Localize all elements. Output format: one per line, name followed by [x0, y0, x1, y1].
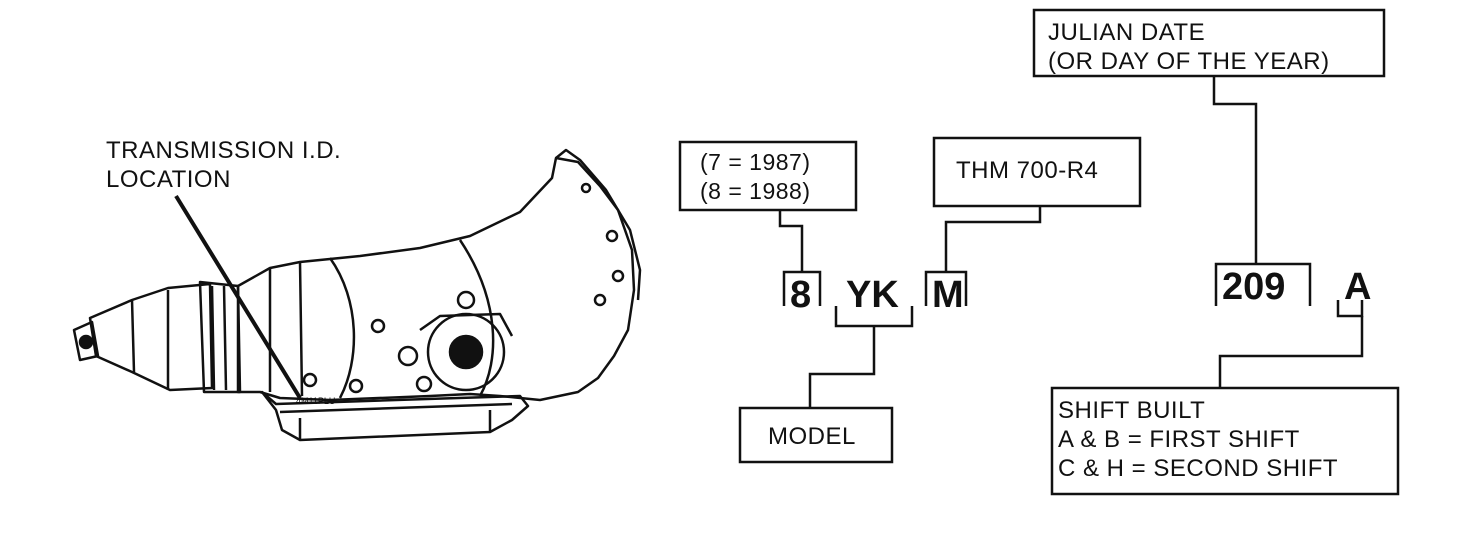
year-line1: (7 = 1987): [700, 149, 811, 175]
code-shift: A: [1344, 266, 1372, 308]
year-line2: (8 = 1988): [700, 178, 811, 204]
main-case: [236, 156, 636, 402]
julian-box-text: JULIAN DATE (OR DAY OF THE YEAR): [1048, 18, 1330, 76]
code-day: 209: [1222, 266, 1286, 308]
shift-line2: A & B = FIRST SHIFT: [1058, 426, 1300, 453]
shift-line1: SHIFT BUILT: [1058, 397, 1206, 424]
code-trans: M: [932, 274, 964, 316]
trans-bracket: [924, 270, 968, 306]
tailshaft-housing: [88, 282, 214, 392]
transmission-id-label: TRANSMISSION I.D. LOCATION: [106, 136, 341, 194]
id-location-leader: [174, 194, 302, 400]
transmission-id-line2: LOCATION: [106, 166, 231, 193]
julian-box: [1032, 8, 1386, 78]
code-year: 8: [790, 274, 812, 316]
model-box: [738, 406, 894, 464]
julian-line2: (OR DAY OF THE YEAR): [1048, 48, 1330, 75]
model-type-text: THM 700-R4: [956, 157, 1099, 184]
oil-pan: [260, 390, 530, 442]
shift-box-text: SHIFT BUILT A & B = FIRST SHIFT C & H = …: [1058, 396, 1338, 483]
output-yoke: [72, 320, 100, 362]
year-box: [678, 140, 858, 212]
id-plate-stamp: 4M11PLU: [296, 396, 335, 406]
shift-line3: C & H = SECOND SHIFT: [1058, 455, 1339, 482]
year-box-text: (7 = 1987) (8 = 1988): [700, 148, 811, 206]
year-bracket: [782, 270, 822, 306]
julian-line1: JULIAN DATE: [1048, 19, 1206, 46]
day-bracket: [1214, 262, 1312, 306]
shift-box: [1050, 386, 1400, 496]
transmission-id-line1: TRANSMISSION I.D.: [106, 137, 342, 164]
code-model: YK: [846, 274, 899, 316]
model-label-text: MODEL: [768, 423, 856, 450]
model-type-box: [932, 136, 1142, 208]
shift-bracket: [1336, 300, 1364, 318]
